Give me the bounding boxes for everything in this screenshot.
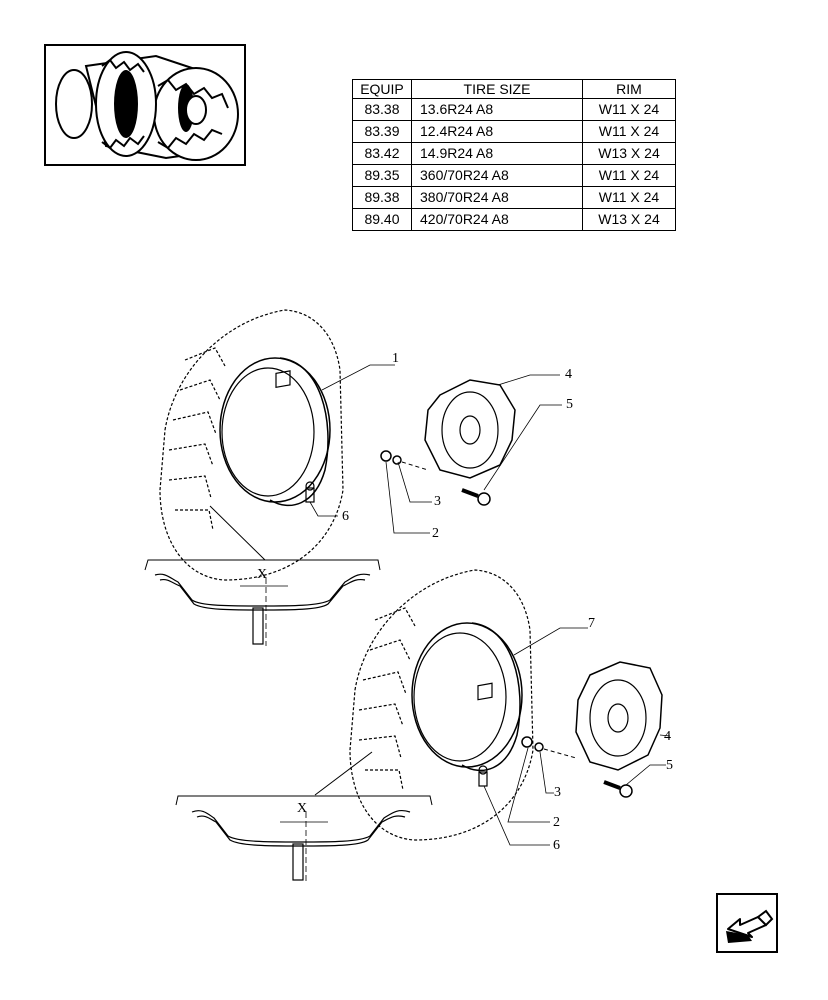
section-offset-label-upper: X bbox=[257, 567, 267, 582]
callout-lower-nut: 2 bbox=[553, 815, 560, 830]
upper-rim-section: X bbox=[144, 505, 381, 646]
upper-wheel-assembly: 1 4 5 3 2 6 bbox=[159, 309, 573, 581]
callout-upper-disc: 4 bbox=[565, 367, 572, 382]
callout-upper-bolt: 5 bbox=[566, 397, 573, 412]
table-row: 83.39 12.4R24 A8 W11 X 24 bbox=[352, 120, 676, 143]
cell-rim: W13 X 24 bbox=[582, 208, 676, 231]
lower-rim-section: X bbox=[175, 751, 433, 882]
table-row: 89.40 420/70R24 A8 W13 X 24 bbox=[352, 208, 676, 231]
cell-equip: 89.40 bbox=[352, 208, 412, 231]
lower-nut bbox=[521, 736, 533, 748]
cell-equip: 83.42 bbox=[352, 142, 412, 165]
lower-wheel-assembly: 7 4 5 3 2 6 bbox=[349, 569, 673, 853]
callout-lower-valve: 6 bbox=[553, 838, 560, 853]
header-equip: EQUIP bbox=[352, 79, 412, 99]
tractor-wheel-thumbnail bbox=[44, 44, 246, 166]
cell-tire-size: 12.4R24 A8 bbox=[411, 120, 583, 143]
callout-upper-nut: 2 bbox=[432, 526, 439, 541]
callout-lower-washer: 3 bbox=[554, 785, 561, 800]
lower-bolt bbox=[603, 780, 633, 798]
cell-rim: W13 X 24 bbox=[582, 142, 676, 165]
table-row: 89.35 360/70R24 A8 W11 X 24 bbox=[352, 164, 676, 187]
lower-washer bbox=[534, 742, 544, 752]
lower-valve bbox=[478, 765, 488, 787]
lower-wheel-disc bbox=[575, 661, 663, 771]
callout-lower-bolt: 5 bbox=[666, 758, 673, 773]
callout-lower-disc: 4 bbox=[664, 729, 671, 744]
cell-equip: 89.35 bbox=[352, 164, 412, 187]
callout-upper-washer: 3 bbox=[434, 494, 441, 509]
arrow-icon bbox=[726, 909, 774, 943]
callout-upper-rim: 1 bbox=[392, 351, 399, 366]
table-row: 83.38 13.6R24 A8 W11 X 24 bbox=[352, 98, 676, 121]
table-row: 83.42 14.9R24 A8 W13 X 24 bbox=[352, 142, 676, 165]
cell-tire-size: 380/70R24 A8 bbox=[411, 186, 583, 209]
tire-rim-spec-table: EQUIP TIRE SIZE RIM 83.38 13.6R24 A8 W11… bbox=[352, 79, 676, 231]
cell-equip: 89.38 bbox=[352, 186, 412, 209]
cell-rim: W11 X 24 bbox=[582, 120, 676, 143]
next-page-arrow-icon[interactable] bbox=[716, 893, 778, 953]
cell-rim: W11 X 24 bbox=[582, 164, 676, 187]
callout-upper-valve: 6 bbox=[342, 509, 349, 524]
cell-tire-size: 14.9R24 A8 bbox=[411, 142, 583, 165]
cell-tire-size: 13.6R24 A8 bbox=[411, 98, 583, 121]
upper-bolt bbox=[461, 488, 491, 506]
cell-rim: W11 X 24 bbox=[582, 186, 676, 209]
section-offset-label-lower: X bbox=[297, 801, 307, 816]
upper-nut bbox=[380, 450, 392, 462]
cell-tire-size: 420/70R24 A8 bbox=[411, 208, 583, 231]
table-row: 89.38 380/70R24 A8 W11 X 24 bbox=[352, 186, 676, 209]
callout-lower-rim: 7 bbox=[588, 616, 595, 631]
upper-washer bbox=[392, 455, 402, 465]
tractor-rear-wheel-thumbnail-icon bbox=[55, 51, 239, 161]
